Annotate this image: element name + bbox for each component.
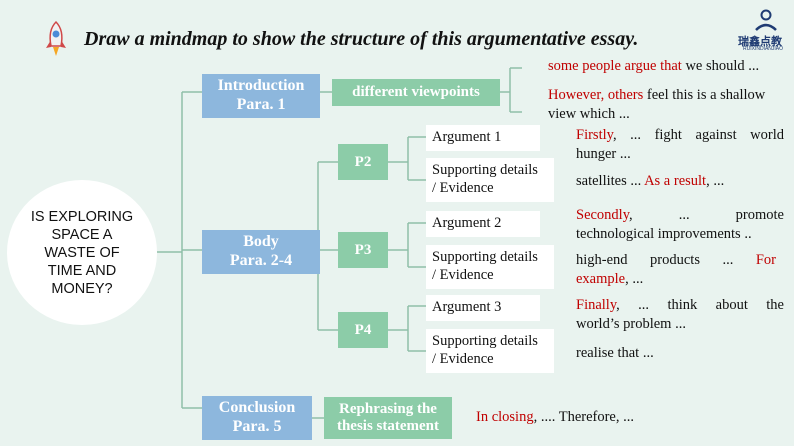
- supporting-2-note: high-end products ... For example, ...: [576, 252, 776, 287]
- argument-3-node: Argument 3: [426, 295, 540, 321]
- supporting-details-3-node: Supporting details / Evidence: [426, 329, 554, 373]
- argument-1-note: Firstly, ... fight against world hunger …: [576, 127, 784, 162]
- introduction-node: Introduction Para. 1: [202, 74, 320, 118]
- topic-text: IS EXPLORING SPACE A WASTE OF TIME AND M…: [30, 208, 134, 297]
- introduction-label: Introduction: [217, 77, 305, 94]
- body-node: Body Para. 2-4: [202, 230, 320, 274]
- body-label: Body: [243, 233, 279, 250]
- conclusion-point-node: Rephrasing the thesis statement: [324, 397, 452, 439]
- rocket-icon: [46, 20, 66, 56]
- intro-note-2: However, others feel this is a shallow v…: [548, 87, 766, 122]
- conclusion-label: Conclusion: [218, 399, 296, 416]
- paragraph-p2-node: P2: [338, 144, 388, 180]
- logo-text: 瑞鑫点教: [738, 36, 782, 48]
- conclusion-para: Para. 5: [232, 418, 282, 435]
- argument-3-note: Finally, ... think about the world’s pro…: [576, 297, 784, 332]
- intro-point-text: different viewpoints: [352, 84, 480, 100]
- supporting-1-note: satellites ... As a result, ...: [576, 173, 725, 189]
- argument-2-node: Argument 2: [426, 211, 540, 237]
- topic-node: IS EXPLORING SPACE A WASTE OF TIME AND M…: [7, 180, 157, 325]
- page-title: Draw a mindmap to show the structure of …: [84, 28, 639, 50]
- supporting-details-1-node: Supporting details / Evidence: [426, 158, 554, 202]
- argument-2-note: Secondly, ... promote technological impr…: [576, 207, 784, 242]
- intro-note-1: some people argue that we should ...: [548, 58, 760, 74]
- conclusion-note: In closing, .... Therefore, ...: [476, 409, 634, 425]
- body-para: Para. 2-4: [229, 252, 293, 269]
- paragraph-p3-node: P3: [338, 232, 388, 268]
- intro-point-node: different viewpoints: [332, 79, 500, 106]
- logo-subtext: RUIXINDIANJIAO: [743, 46, 784, 52]
- introduction-para: Para. 1: [236, 96, 286, 113]
- supporting-3-note: realise that ...: [576, 345, 654, 361]
- conclusion-node: Conclusion Para. 5: [202, 396, 312, 440]
- logo-icon: [755, 9, 777, 31]
- paragraph-p4-node: P4: [338, 312, 388, 348]
- supporting-details-2-node: Supporting details / Evidence: [426, 245, 554, 289]
- argument-1-node: Argument 1: [426, 125, 540, 151]
